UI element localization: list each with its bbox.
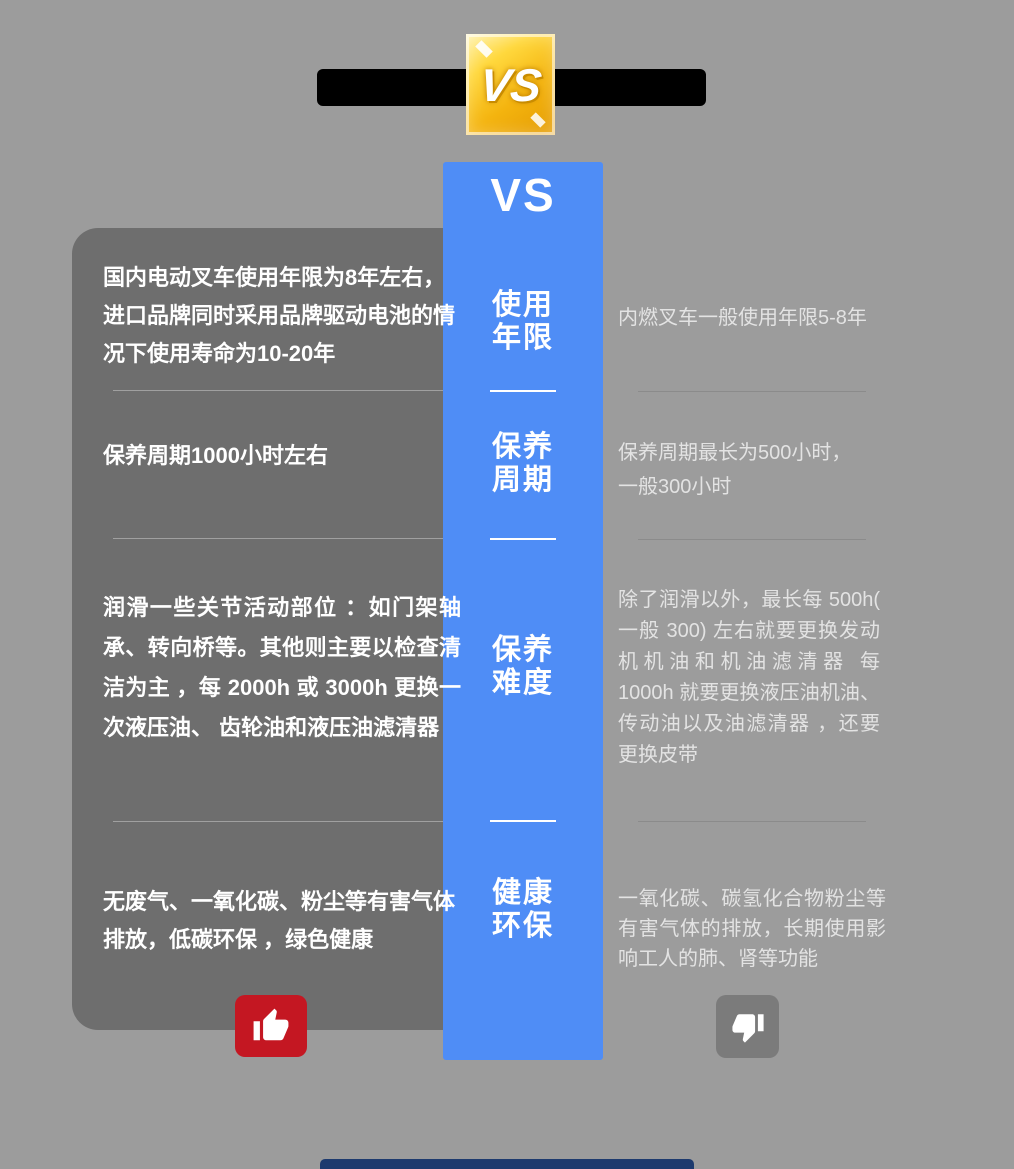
- right-divider: [638, 539, 866, 540]
- category-health-environment: 健康 环保: [443, 877, 603, 943]
- column-vs-label: VS: [490, 169, 556, 221]
- comparison-column: [443, 162, 603, 1060]
- column-divider: [490, 820, 556, 822]
- category-line: 周期: [491, 464, 554, 496]
- thumb-down-badge: [716, 995, 779, 1058]
- category-line: 保养: [491, 431, 554, 463]
- thumb-up-icon: [252, 1007, 290, 1045]
- thumb-down-icon: [731, 1010, 765, 1044]
- left-divider: [113, 538, 443, 539]
- category-line: 难度: [491, 667, 554, 699]
- column-divider: [490, 538, 556, 540]
- bottom-banner-strip: [320, 1159, 694, 1169]
- right-divider: [638, 821, 866, 822]
- electric-maintenance-difficulty-text: 润滑一些关节活动部位 ：如门架轴承、转向桥等。其他则主要以检查清洁为主 ，每 2…: [103, 595, 461, 740]
- category-line: 健康: [491, 877, 554, 909]
- column-divider: [490, 390, 556, 392]
- electric-service-life-text: 国内电动叉车使用年限为8年左右，进口品牌同时采用品牌驱动电池的情况下使用寿命为1…: [103, 265, 456, 366]
- category-service-life: 使用 年限: [443, 289, 603, 355]
- ic-health-environment-text: 一氧化碳、碳氢化合物粉尘等有害气体的排放，长期使用影响工人的肺、肾等功能: [618, 888, 886, 970]
- electric-maintenance-cycle-text: 保养周期1000小时左右: [103, 443, 328, 468]
- ic-maintenance-difficulty-text: 除了润滑以外，最长每 500h( 一般 300) 左右就要更换发动机机油和机油滤…: [618, 589, 880, 766]
- left-divider: [113, 821, 443, 822]
- category-line: 使用: [491, 289, 554, 321]
- category-maintenance-cycle: 保养 周期: [443, 431, 603, 497]
- category-maintenance-difficulty: 保养 难度: [443, 634, 603, 700]
- category-line: 保养: [491, 634, 554, 666]
- ic-service-life-text: 内燃叉车一般使用年限5-8年: [618, 307, 867, 329]
- vs-badge: VS: [466, 34, 555, 135]
- vs-badge-label: VS: [477, 58, 544, 111]
- ic-maintenance-cycle-text: 保养周期最长为500小时，一般300小时: [618, 442, 852, 498]
- thumb-up-badge: [235, 995, 307, 1057]
- category-line: 环保: [491, 910, 554, 942]
- electric-forklift-panel: [72, 228, 493, 1030]
- electric-health-environment-text: 无废气、一氧化碳、粉尘等有害气体排放，低碳环保 ，绿色健康: [103, 889, 456, 952]
- left-divider: [113, 390, 443, 391]
- category-line: 年限: [491, 322, 554, 354]
- right-divider: [638, 391, 866, 392]
